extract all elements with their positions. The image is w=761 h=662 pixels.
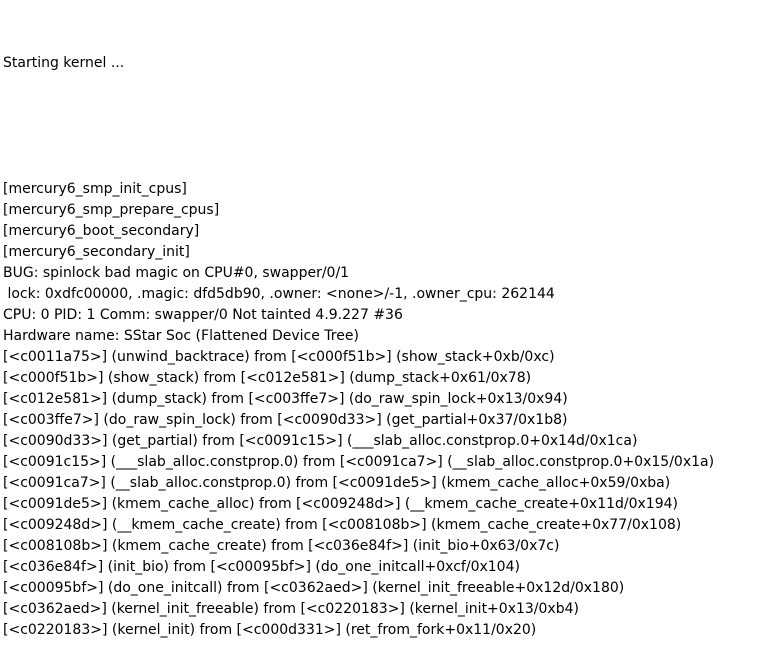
console-log-line: [<c0091ca7>] (__slab_alloc.constprop.0) …	[3, 475, 671, 491]
console-log-line: BUG: spinlock bad magic on CPU#0, swappe…	[3, 265, 350, 281]
console-log-line: [<c0362aed>] (kernel_init_freeable) from…	[3, 601, 579, 617]
console-log-line: [<c008108b>] (kmem_cache_create) from [<…	[3, 538, 560, 554]
console-header-line: Starting kernel ...	[3, 55, 125, 71]
console-output: Starting kernel ... [mercury6_smp_init_c…	[3, 11, 759, 662]
console-log-line: [<c0220183>] (kernel_init) from [<c000d3…	[3, 622, 537, 638]
console-log-line: [<c003ffe7>] (do_raw_spin_lock) from [<c…	[3, 412, 568, 428]
console-blank-line	[3, 116, 759, 137]
console-log-line: [<c00095bf>] (do_one_initcall) from [<c0…	[3, 580, 625, 596]
console-log-line: [<c012e581>] (dump_stack) from [<c003ffe…	[3, 391, 568, 407]
console-log-line: Hardware name: SStar Soc (Flattened Devi…	[3, 328, 359, 344]
console-log-line: [mercury6_smp_prepare_cpus]	[3, 202, 220, 218]
console-log-line: [<c0091de5>] (kmem_cache_alloc) from [<c…	[3, 496, 678, 512]
console-log-line: CPU: 0 PID: 1 Comm: swapper/0 Not tainte…	[3, 307, 403, 323]
console-log-line: [<c009248d>] (__kmem_cache_create) from …	[3, 517, 682, 533]
console-log-lines: [mercury6_smp_init_cpus] [mercury6_smp_pr…	[3, 179, 759, 641]
console-log-line: [mercury6_boot_secondary]	[3, 223, 200, 239]
console-log-line: [<c000f51b>] (show_stack) from [<c012e58…	[3, 370, 532, 386]
console-log-line: [mercury6_secondary_init]	[3, 244, 190, 260]
console-log-line: [<c0091c15>] (___slab_alloc.constprop.0)…	[3, 454, 715, 470]
console-log-line: lock: 0xdfc00000, .magic: dfd5db90, .own…	[3, 286, 555, 302]
console-log-line: [<c0011a75>] (unwind_backtrace) from [<c…	[3, 349, 555, 365]
console-log-line: [<c036e84f>] (init_bio) from [<c00095bf>…	[3, 559, 520, 575]
console-log-line: [<c0090d33>] (get_partial) from [<c0091c…	[3, 433, 638, 449]
console-log-line: [mercury6_smp_init_cpus]	[3, 181, 187, 197]
